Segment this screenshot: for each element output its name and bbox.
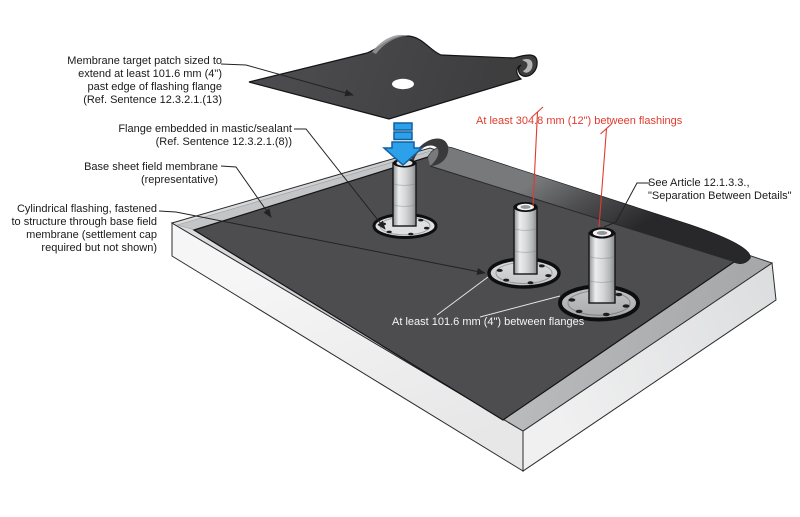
membrane-target-patch xyxy=(248,34,538,120)
cylindrical-flashing-1 xyxy=(372,158,438,239)
arrow-head xyxy=(382,141,424,167)
flashing-2-cylinder xyxy=(513,206,538,275)
red-dim-line-1 xyxy=(532,111,539,207)
leader-base-sheet xyxy=(220,165,272,218)
leader-lines xyxy=(158,63,650,275)
flange-spacing-dimension-lines xyxy=(436,276,561,318)
label-membrane-target-patch: Membrane target patch sized to extend at… xyxy=(67,55,222,106)
cylindrical-flashing-2 xyxy=(487,202,561,289)
flashing-spacing-dimension-lines xyxy=(531,106,612,228)
patch-curl-highlight xyxy=(522,58,533,73)
membrane-roll-swirl xyxy=(411,138,449,166)
patch-shading xyxy=(249,35,538,119)
base-sheet-field-membrane xyxy=(192,138,751,421)
arrow-band-2 xyxy=(393,131,413,141)
arrow-band-1 xyxy=(393,122,413,131)
leader-target-patch xyxy=(220,63,354,97)
flange-dim-line-1 xyxy=(436,276,489,316)
leader-cylindrical-flashing xyxy=(158,210,486,275)
label-cylindrical-flashing: Cylindrical flashing, fastened to struct… xyxy=(11,203,157,254)
red-dim-line-2 xyxy=(598,128,608,228)
flange-dim-line-2 xyxy=(479,295,561,318)
flashing-1-cylinder xyxy=(392,162,417,227)
patch-hole xyxy=(392,78,414,90)
cylindrical-flashing-3 xyxy=(558,227,640,322)
patch-wave-highlight xyxy=(372,34,408,54)
label-flange-embedded: Flange embedded in mastic/sealant (Ref. … xyxy=(118,123,292,148)
flashing-3-cylinder xyxy=(588,232,616,304)
membrane-roll-crease xyxy=(429,165,734,262)
label-flashing-spacing: At least 304.8 mm (12") between flashing… xyxy=(476,115,683,127)
placement-arrow xyxy=(382,122,424,167)
label-flange-spacing: At least 101.6 mm (4") between flanges xyxy=(392,316,585,328)
label-base-sheet-membrane: Base sheet field membrane (representativ… xyxy=(84,161,218,186)
label-see-article: See Article 12.1.3.3., "Separation Betwe… xyxy=(648,177,792,202)
leader-see-article xyxy=(603,182,650,228)
red-dim-tick-1 xyxy=(531,106,544,118)
membrane-rolled-edge xyxy=(428,146,751,264)
leader-flange-embedded xyxy=(294,128,386,230)
red-dim-tick-2 xyxy=(600,123,612,135)
